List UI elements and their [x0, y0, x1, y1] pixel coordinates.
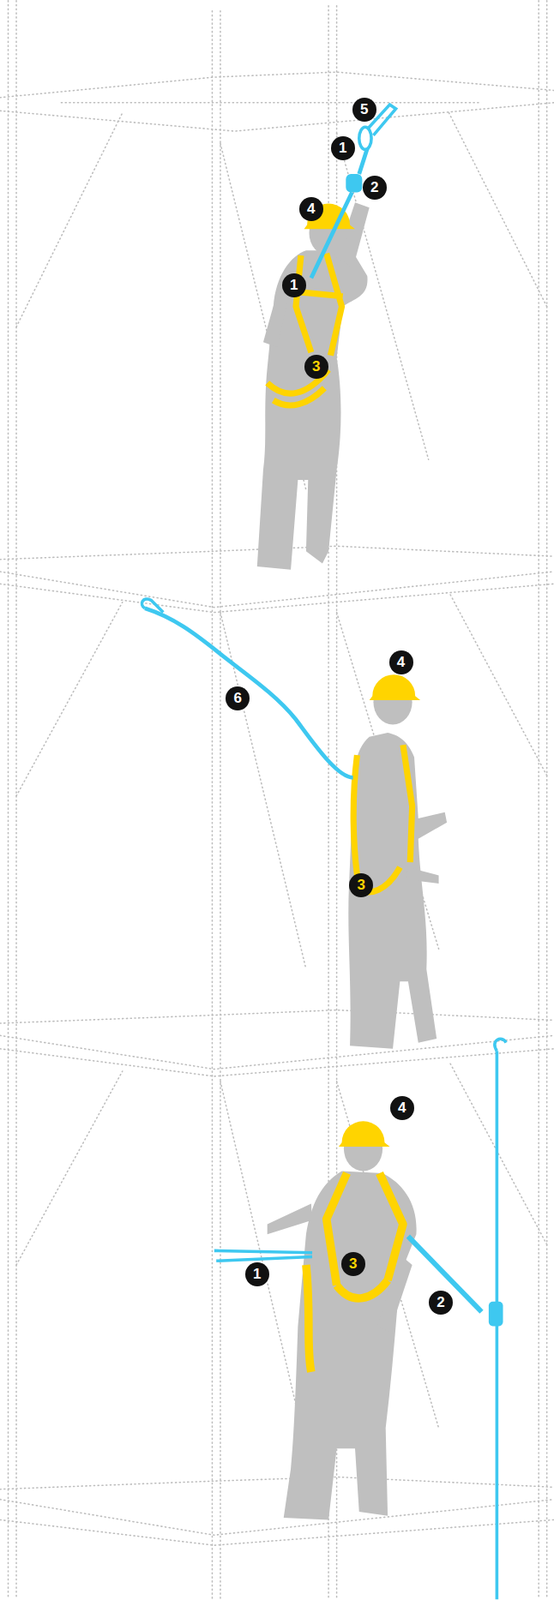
lanyard [144, 608, 354, 778]
callout-number: 3 [341, 1252, 366, 1277]
callout-number: 6 [225, 686, 250, 711]
rope-hook [494, 1039, 506, 1052]
harness [306, 1174, 404, 1373]
worker-body [348, 733, 447, 1050]
callout-number: 1 [245, 1263, 270, 1288]
worker-arm [405, 867, 439, 885]
scaffold-brace [16, 113, 548, 1450]
callout-number: 3 [349, 873, 374, 898]
worker-top [257, 104, 397, 570]
scaffold-deck [0, 1477, 554, 1547]
callout-number: 5 [352, 97, 377, 122]
harness [353, 745, 412, 893]
lanyard [214, 1251, 313, 1262]
callout-number: 2 [362, 175, 387, 200]
callout-number: 4 [299, 197, 324, 222]
harness [267, 253, 344, 406]
worker-body [283, 1172, 417, 1522]
worker-arm [263, 291, 289, 348]
carabiner [359, 126, 372, 150]
callout-number: 4 [390, 1096, 415, 1121]
callout-number: 1 [282, 273, 307, 298]
callout-number: 4 [389, 650, 414, 675]
worker-bottom [214, 1039, 506, 1600]
worker-middle [141, 599, 447, 1050]
helmet [369, 674, 421, 701]
fall-arrester [345, 174, 362, 193]
worker-body [257, 250, 368, 570]
scaffold-frame [0, 72, 554, 132]
helmet [338, 1121, 390, 1148]
callout-number: 2 [428, 1291, 453, 1316]
scaffold-deck [0, 1011, 554, 1078]
callout-number: 1 [331, 136, 356, 161]
rope-grab [488, 1302, 504, 1328]
lanyard-hook [141, 599, 163, 614]
callout-number: 3 [304, 355, 329, 380]
scaffold-post [8, 0, 548, 1600]
